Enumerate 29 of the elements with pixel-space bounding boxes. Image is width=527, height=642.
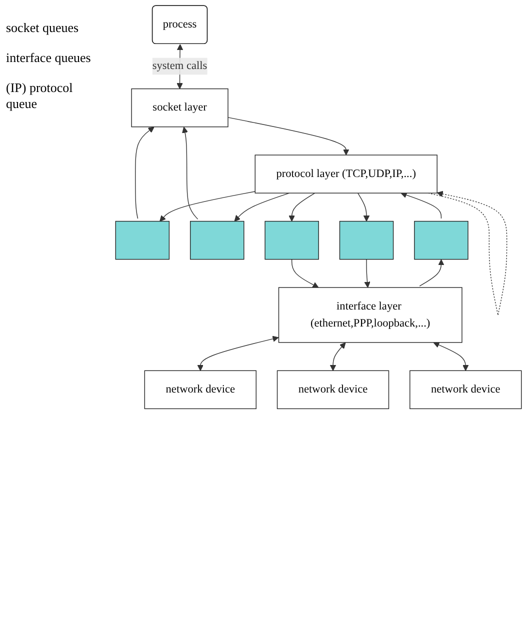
arrow [364,258,370,288]
arrow [433,342,469,371]
node-box: interface layer (ethernet,PPP,loopback,...) [278,287,462,343]
arrow [291,258,319,288]
note-label: (IP) protocol queue [6,80,74,112]
arrow [288,192,316,222]
node-box [264,220,319,260]
node-box: socket layer [131,88,228,128]
arrow [330,342,346,371]
node-box: network device [144,370,256,410]
node-box: network device [410,370,522,410]
arrow [234,192,290,222]
node-box [414,220,468,260]
node-box: network device [276,370,390,410]
node-box: protocol layer (TCP,UDP,IP,...) [254,154,438,194]
arrow [228,117,350,156]
arrow [400,192,442,219]
arrow [182,126,198,220]
node-box [190,220,244,260]
node-box [339,220,394,260]
arrow [419,259,444,286]
note-label: socket queues [6,20,80,36]
node-box [115,220,170,260]
arrow [197,336,279,371]
note-label: interface queues [6,50,92,66]
arrow [160,191,256,222]
arrow [135,126,154,219]
arrow [357,192,370,222]
edge-label: system calls [152,60,208,72]
